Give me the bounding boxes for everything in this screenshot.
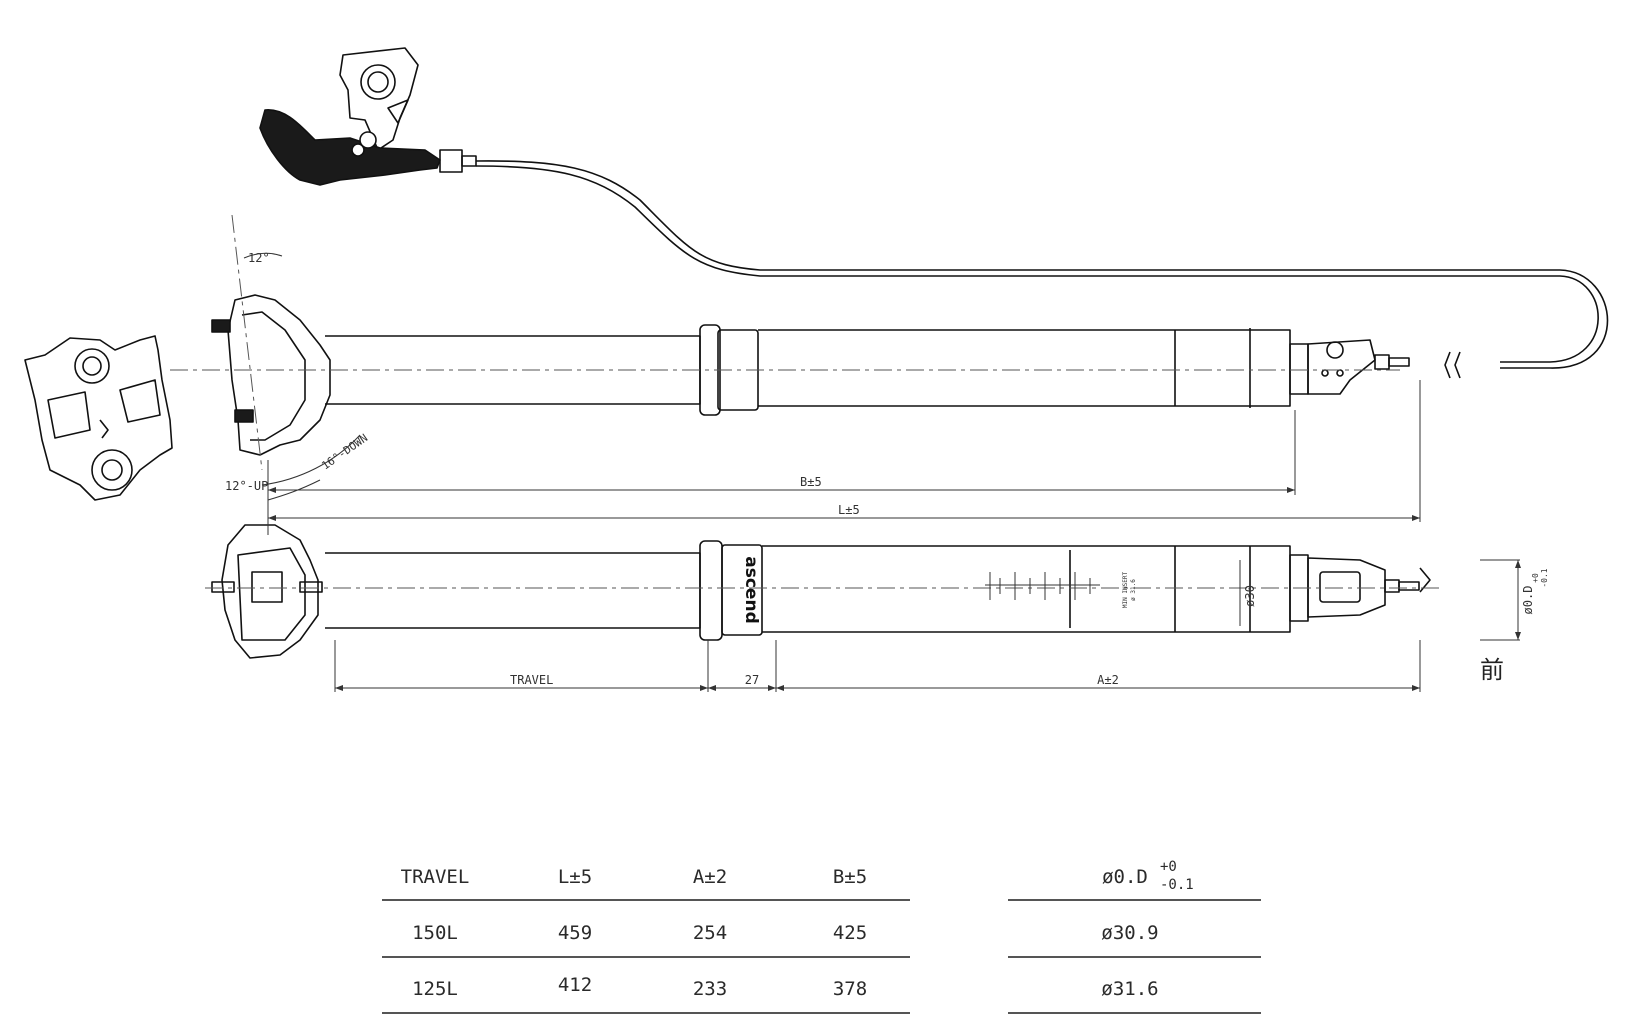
row-125-l: 412 <box>557 974 593 996</box>
dim-outer-diameter: ø0.D <box>1521 586 1535 615</box>
brand-logo: ascend <box>741 556 761 623</box>
header-od-tol-minus: -0.1 <box>1160 877 1194 893</box>
dim-collar: 27 <box>745 673 759 687</box>
table-rule-2 <box>382 1012 910 1014</box>
dim-up-angle: 12°-UP <box>225 479 268 493</box>
row-150-a: 254 <box>692 922 728 944</box>
od-rule-header <box>1008 899 1261 901</box>
seatpost-front-view <box>211 524 1431 659</box>
row-150-od: ø30.9 <box>1101 922 1159 944</box>
cable <box>475 160 1609 369</box>
min-insert-diameter: ø 31.6 <box>1130 579 1137 601</box>
header-travel: TRAVEL <box>400 866 470 888</box>
row-125-a: 233 <box>692 978 728 1000</box>
table-rule-1 <box>382 956 910 958</box>
dim-a-length: A±2 <box>1097 673 1119 687</box>
row-125-travel: 125L <box>412 978 458 1000</box>
remote-lever <box>259 47 477 186</box>
table-rule-header <box>382 899 910 901</box>
header-a: A±2 <box>692 866 728 888</box>
saddle-clamp-exploded <box>24 335 173 501</box>
header-b: B±5 <box>832 866 868 888</box>
dim-b-length: B±5 <box>800 475 822 489</box>
dim-travel: TRAVEL <box>510 673 553 687</box>
row-150-l: 459 <box>557 922 593 944</box>
row-125-od: ø31.6 <box>1101 978 1159 1000</box>
row-125-b: 378 <box>832 978 868 1000</box>
od-rule-1 <box>1008 956 1261 958</box>
dim-outer-tol-plus: +0 <box>1531 573 1540 583</box>
dim-upper-angle: 12° <box>248 251 270 265</box>
header-l: L±5 <box>557 866 593 888</box>
row-150-b: 425 <box>832 922 868 944</box>
dim-lower-diameter: ø30 <box>1243 585 1257 607</box>
header-od: ø0.D <box>1102 866 1148 888</box>
front-mark: 前 <box>1480 656 1504 684</box>
header-od-tol-plus: +0 <box>1160 859 1177 875</box>
min-insert-label: MIN INSERT <box>1122 572 1129 609</box>
od-rule-2 <box>1008 1012 1261 1014</box>
row-150-travel: 150L <box>412 922 458 944</box>
dim-outer-tol-minus: -0.1 <box>1540 568 1549 587</box>
dim-l-length: L±5 <box>838 503 860 517</box>
